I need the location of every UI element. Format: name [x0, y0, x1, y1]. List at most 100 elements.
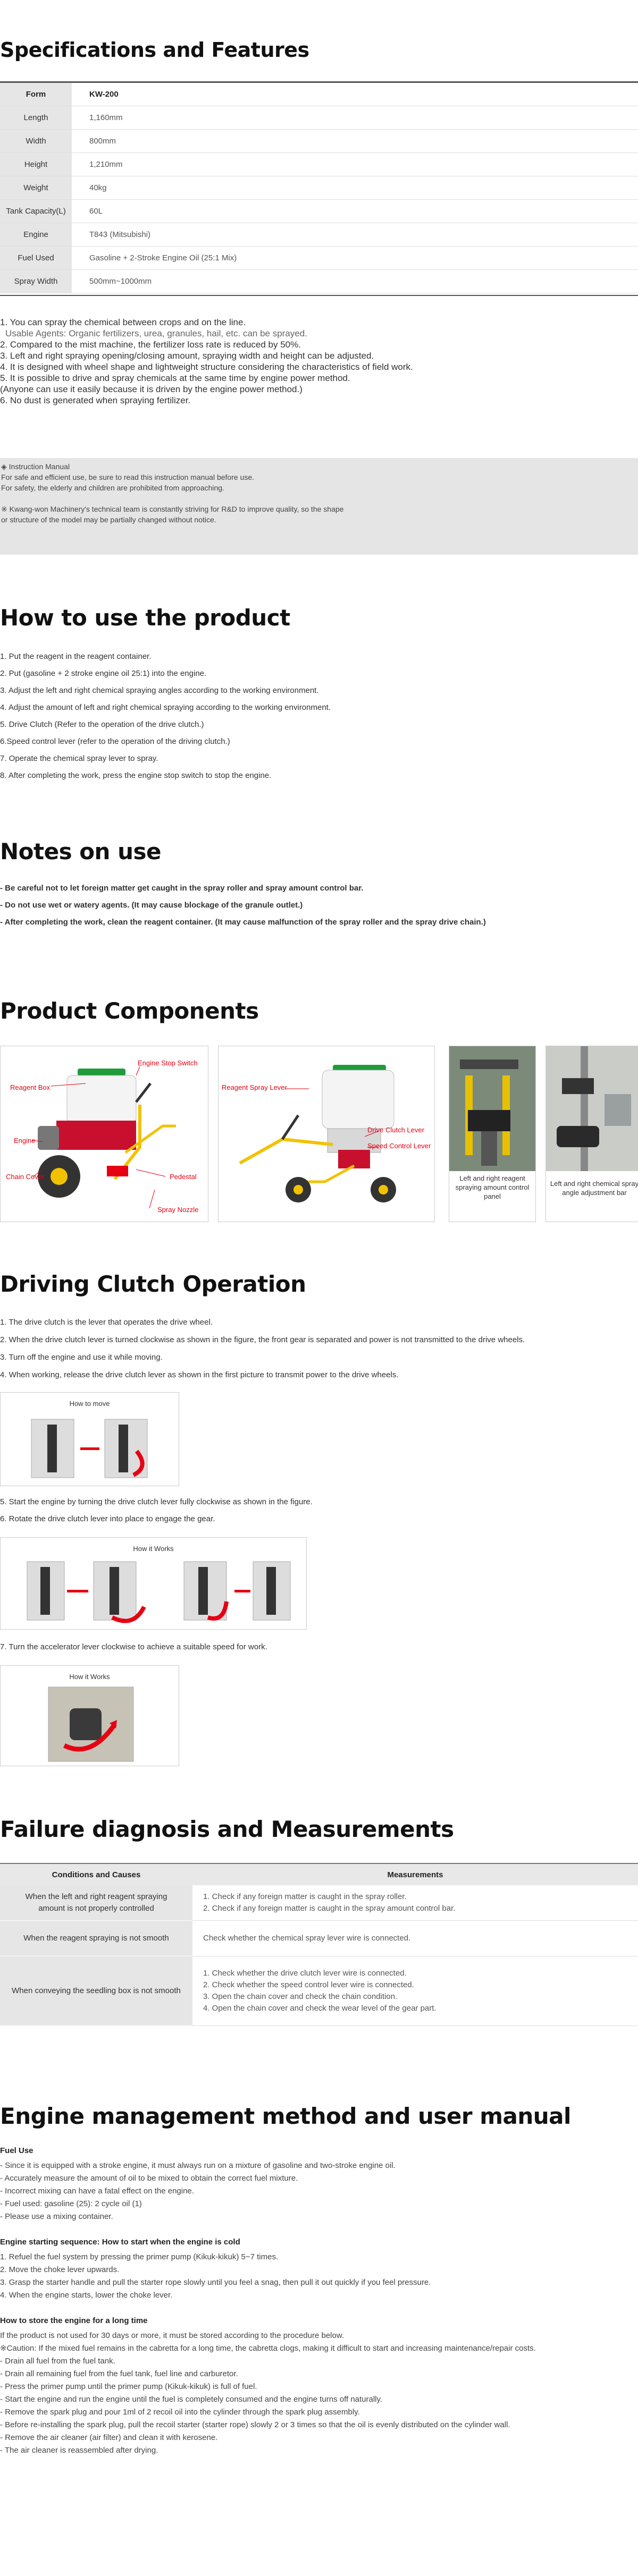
spec-value: 60L: [72, 199, 638, 223]
notice-line: For safe and efficient use, be sure to r…: [1, 473, 255, 481]
label-chain-cover: Chain Cover: [6, 1173, 45, 1181]
notes-list: - Be careful not to let foreign matter g…: [0, 880, 638, 931]
spec-value: 1,210mm: [72, 152, 638, 176]
failure-measurement: 1. Check whether the drive clutch lever …: [192, 1956, 638, 2026]
label-engine-stop-switch: Engine Stop Switch: [138, 1059, 198, 1067]
engine-store-line: - Drain all remaining fuel from the fuel…: [0, 2369, 238, 2378]
failure-table: Conditions and Causes Measurements When …: [0, 1863, 638, 2026]
spec-value: 800mm: [72, 129, 638, 153]
spec-key: Engine: [0, 223, 72, 247]
engine-fuel-line: - Since it is equipped with a stroke eng…: [0, 2161, 396, 2170]
note-item: - After completing the work, clean the r…: [0, 918, 486, 927]
figure-how-to-move-caption: How to move: [69, 1400, 110, 1408]
clutch-step: 7. Turn the accelerator lever clockwise …: [0, 1642, 267, 1651]
clutch-step: 5. Start the engine by turning the drive…: [0, 1497, 313, 1506]
notice-line: [1, 493, 638, 504]
failure-condition: When conveying the seedling box is not s…: [0, 1956, 192, 2026]
caption-control-panel: Left and right reagent spraying amount c…: [455, 1174, 530, 1200]
spec-value: 500mm~1000mm: [72, 269, 638, 293]
spec-key: Length: [0, 106, 72, 130]
failure-condition: When the left and right reagent spraying…: [0, 1885, 192, 1921]
sprayer-front-illustration: [32, 1066, 176, 1209]
clutch-steps-2: 5. Start the engine by turning the drive…: [0, 1494, 638, 1528]
engine-fuel-line: - Incorrect mixing can have a fatal effe…: [0, 2187, 194, 2196]
specs-title: Specifications and Features: [0, 38, 309, 62]
notice-line: ※ Kwang-won Machinery's technical team i…: [1, 505, 344, 513]
failure-row: When the reagent spraying is not smooth C…: [0, 1920, 638, 1956]
feature-item: 3. Left and right spraying opening/closi…: [0, 351, 374, 361]
clutch-step: 6. Rotate the drive clutch lever into pl…: [0, 1514, 215, 1523]
label-reagent-box: Reagent Box: [10, 1083, 51, 1091]
spec-row: Tank Capacity(L)60L: [0, 199, 638, 223]
spec-key: Fuel Used: [0, 246, 72, 270]
label-pedestal: Pedestal: [170, 1173, 197, 1181]
how-it-works-2-illustration: [48, 1687, 134, 1762]
specs-rule-bottom: [0, 295, 638, 296]
clutch-step: 3. Turn off the engine and use it while …: [0, 1353, 163, 1362]
components-title: Product Components: [0, 998, 259, 1024]
failure-measurement: Check whether the chemical spray lever w…: [192, 1920, 638, 1956]
failure-condition: When the reagent spraying is not smooth: [0, 1920, 192, 1956]
howto-step: 4. Adjust the amount of left and right c…: [0, 703, 331, 712]
spec-key: Width: [0, 129, 72, 153]
feature-item: Usable Agents: Organic fertilizers, urea…: [5, 328, 307, 338]
failure-measurement-line: 1. Check if any foreign matter is caught…: [203, 1892, 407, 1901]
engine-start-line: 1. Refuel the fuel system by pressing th…: [0, 2252, 279, 2261]
howto-step: 6.Speed control lever (refer to the oper…: [0, 737, 230, 746]
engine-store-line: - Remove the spark plug and pour 1ml of …: [0, 2408, 360, 2417]
failure-head-conditions: Conditions and Causes: [0, 1863, 192, 1885]
spec-key: Spray Width: [0, 269, 72, 293]
howto-step: 1. Put the reagent in the reagent contai…: [0, 652, 152, 661]
engine-store-line: - Start the engine and run the engine un…: [0, 2395, 383, 2404]
engine-store-line: - Drain all fuel from the fuel tank.: [0, 2357, 115, 2366]
how-to-move-illustration: [31, 1419, 148, 1478]
feature-item: 4. It is designed with wheel shape and l…: [0, 362, 413, 372]
notes-title: Notes on use: [0, 838, 161, 865]
feature-item: 2. Compared to the mist machine, the fer…: [0, 340, 301, 350]
figure-how-it-works-2-caption: How it Works: [69, 1673, 110, 1681]
howto-step: 3. Adjust the left and right chemical sp…: [0, 686, 319, 695]
figure-how-it-works-1: How it Works: [0, 1537, 307, 1630]
figure-how-to-move: How to move: [0, 1392, 179, 1486]
engine-title: Engine management method and user manual: [0, 2103, 571, 2129]
failure-condition-line: When the left and right reagent spraying: [25, 1892, 167, 1901]
notice-line: For safety, the elderly and children are…: [1, 484, 224, 492]
failure-measurement-line: 3. Open the chain cover and check the ch…: [203, 1992, 398, 2001]
howto-step: 2. Put (gasoline + 2 stroke engine oil 2…: [0, 669, 207, 678]
feature-item: 5. It is possible to drive and spray che…: [0, 373, 350, 383]
howto-step: 5. Drive Clutch (Refer to the operation …: [0, 720, 204, 729]
spec-key: Tank Capacity(L): [0, 199, 72, 223]
clutch-steps-3: 7. Turn the accelerator lever clockwise …: [0, 1639, 638, 1656]
failure-measurement-line: 4. Open the chain cover and check the we…: [203, 2004, 436, 2013]
label-engine: Engine: [14, 1137, 36, 1145]
clutch-step: 1. The drive clutch is the lever that op…: [0, 1318, 213, 1327]
failure-condition-line: When the reagent spraying is not smooth: [23, 1934, 169, 1943]
engine-fuel-heading: Fuel Use: [0, 2146, 33, 2155]
caption-angle-bar: Left and right chemical spray angle adju…: [550, 1180, 638, 1197]
angle-bar-illustration: [546, 1046, 638, 1171]
clutch-title: Driving Clutch Operation: [0, 1271, 306, 1297]
failure-measurement-line: 2. Check whether the speed control lever…: [203, 1980, 414, 1989]
engine-store-line: - Before re-installing the spark plug, p…: [0, 2420, 510, 2429]
howto-step: 8. After completing the work, press the …: [0, 771, 272, 780]
features-list: 1. You can spray the chemical between cr…: [0, 317, 638, 406]
feature-item: 6. No dust is generated when spraying fe…: [0, 395, 191, 405]
engine-store-heading: How to store the engine for a long time: [0, 2316, 148, 2325]
spec-key: Weight: [0, 176, 72, 200]
label-speed-control-lever: Speed Control Lever: [367, 1142, 431, 1150]
clutch-steps-1: 1. The drive clutch is the lever that op…: [0, 1314, 638, 1384]
label-drive-clutch-lever: Drive Clutch Lever: [367, 1126, 424, 1134]
failure-row: When conveying the seedling box is not s…: [0, 1956, 638, 2026]
failure-head-measurements: Measurements: [192, 1863, 638, 1885]
engine-store-line: ※Caution: If the mixed fuel remains in t…: [0, 2344, 536, 2353]
engine-start-heading: Engine starting sequence: How to start w…: [0, 2238, 240, 2247]
clutch-step: 2. When the drive clutch lever is turned…: [0, 1335, 525, 1344]
failure-measurement: 1. Check if any foreign matter is caught…: [192, 1885, 638, 1921]
spec-value: T843 (Mitsubishi): [72, 223, 638, 247]
figure-how-it-works-1-caption: How it Works: [133, 1545, 174, 1553]
howto-title: How to use the product: [0, 605, 290, 631]
